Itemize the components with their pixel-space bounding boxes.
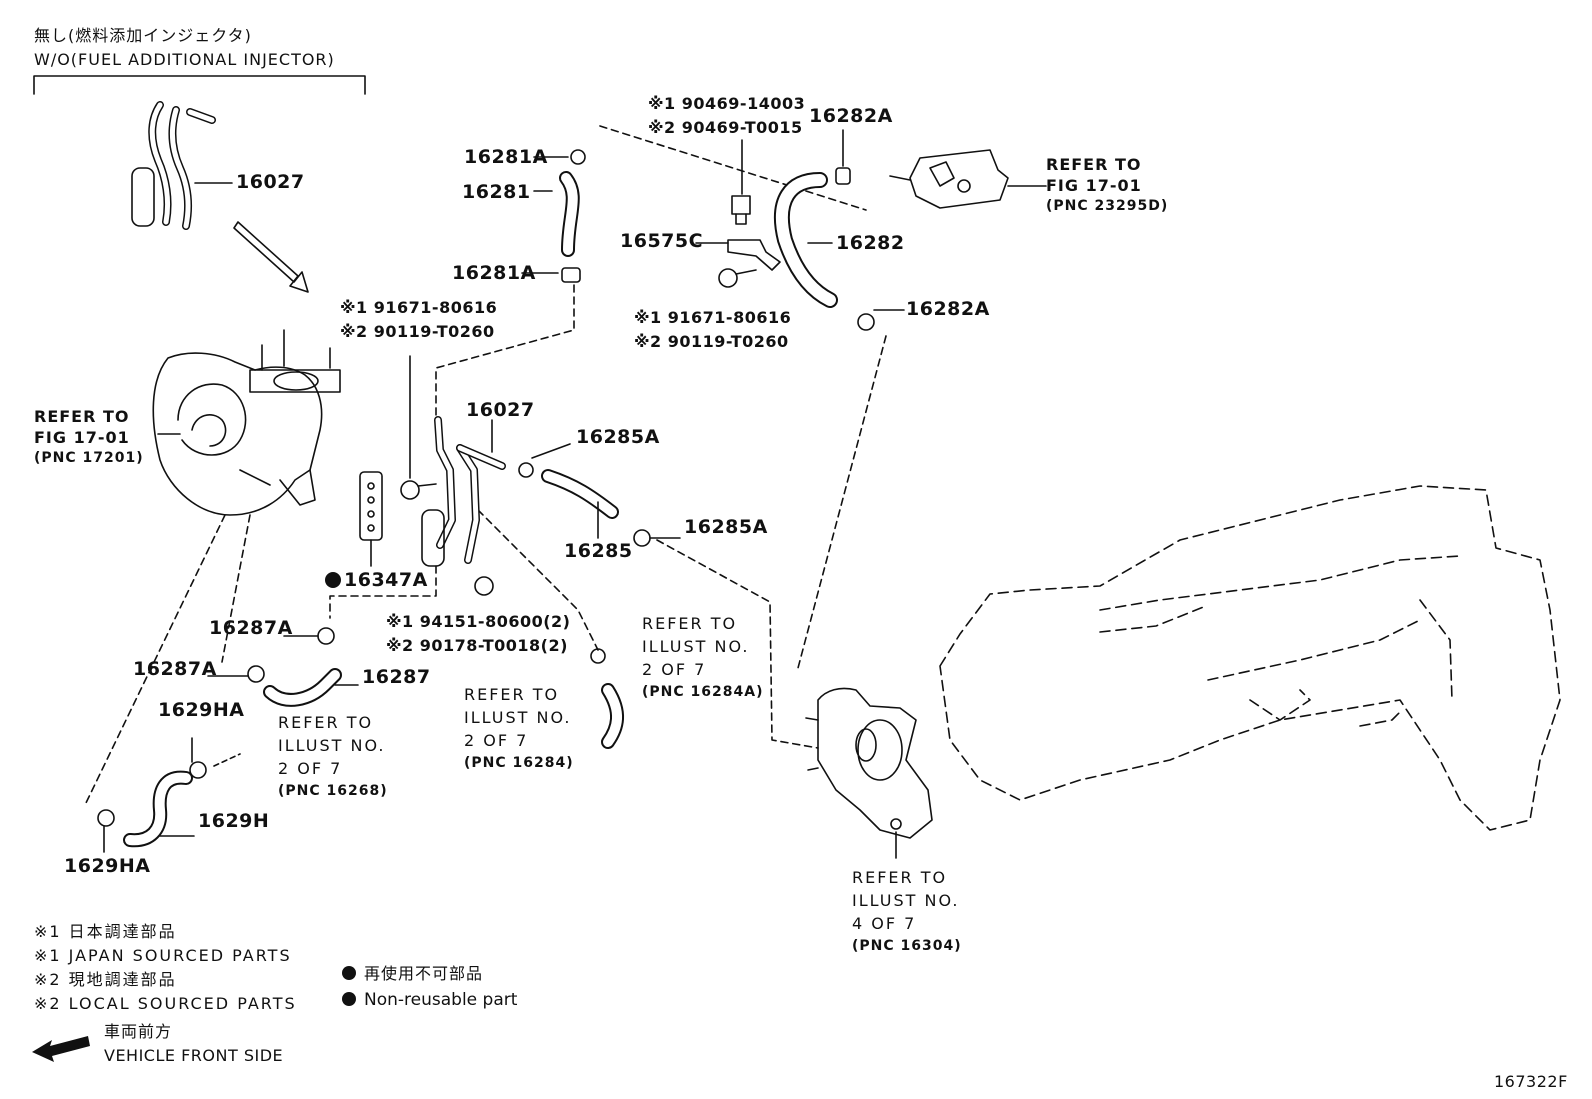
- part-16281A-bottom[interactable]: 16281A: [452, 262, 536, 284]
- bolt-90469-local[interactable]: ※2 90469-T0015: [648, 118, 803, 137]
- bolt-90469-japan[interactable]: ※1 90469-14003: [648, 94, 806, 113]
- bolt-90119-left-local[interactable]: ※2 90119-T0260: [340, 322, 495, 341]
- hose-16282-drawing: [773, 167, 875, 331]
- legend-nonreusable-en: Non-reusable part: [342, 992, 517, 1009]
- arrow-down-right: [233, 221, 309, 293]
- part-16282A-top[interactable]: 16282A: [809, 105, 893, 127]
- bolt-90119-right-local[interactable]: ※2 90119-T0260: [634, 332, 789, 351]
- legend-nonreusable-jp: 再使用不可部品: [342, 966, 483, 982]
- part-16281A-top[interactable]: 16281A: [464, 146, 548, 168]
- variant-bracket: [33, 75, 366, 95]
- nonreusable-dot-icon: [342, 966, 356, 980]
- variant-label-en: W/O(FUEL ADDITIONAL INJECTOR): [34, 50, 335, 69]
- nonreuse-marker-16347A: [325, 572, 341, 588]
- vehicle-front-jp: 車両前方: [104, 1022, 173, 1041]
- part-16281[interactable]: 16281: [462, 181, 531, 203]
- part-16282A-right[interactable]: 16282A: [906, 298, 990, 320]
- part-16027-top[interactable]: 16027: [236, 171, 305, 193]
- refer-illust-16268[interactable]: REFER TO ILLUST NO. 2 OF 7 (PNC 16268): [278, 713, 388, 799]
- part-16287[interactable]: 16287: [362, 666, 431, 688]
- part-16285[interactable]: 16285: [564, 540, 633, 562]
- refer-illust-16284A[interactable]: REFER TO ILLUST NO. 2 OF 7 (PNC 16284A): [642, 614, 764, 700]
- part-16285A-top[interactable]: 16285A: [576, 426, 660, 448]
- part-16027-mid[interactable]: 16027: [466, 399, 535, 421]
- legend-japan-jp: ※1 日本調達部品: [34, 922, 177, 941]
- variant-label-jp: 無し(燃料添加インジェクタ): [34, 26, 252, 45]
- legend-japan-en: ※1 JAPAN SOURCED PARTS: [34, 946, 292, 965]
- bolt-91671-left-drawing: [400, 355, 437, 500]
- figure-id: 167322F: [1494, 1072, 1568, 1091]
- refer-illust-16304[interactable]: REFER TO ILLUST NO. 4 OF 7 (PNC 16304): [852, 868, 962, 954]
- pipe-16027-mid-drawing: [421, 416, 506, 596]
- vehicle-front-en: VEHICLE FRONT SIDE: [104, 1046, 284, 1065]
- exhaust-housing-drawing: [152, 329, 341, 516]
- part-16287A-top[interactable]: 16287A: [209, 617, 293, 639]
- routing-dashes: [84, 125, 887, 806]
- part-16282[interactable]: 16282: [836, 232, 905, 254]
- part-1629HA-top[interactable]: 1629HA: [158, 699, 245, 721]
- hose-16281-drawing: [559, 149, 586, 283]
- refer-illust-16284[interactable]: REFER TO ILLUST NO. 2 OF 7 (PNC 16284): [464, 685, 574, 771]
- legend-local-en: ※2 LOCAL SOURCED PARTS: [34, 994, 297, 1013]
- hose-1629H-drawing: [97, 753, 241, 848]
- nut-94151-japan[interactable]: ※1 94151-80600(2): [386, 612, 571, 631]
- part-16287A-left[interactable]: 16287A: [133, 658, 217, 680]
- part-16285A-bottom[interactable]: 16285A: [684, 516, 768, 538]
- bolt-91671-left-japan[interactable]: ※1 91671-80616: [340, 298, 498, 317]
- bolt-91671-right-japan[interactable]: ※1 91671-80616: [634, 308, 792, 327]
- hose-16285-drawing: [518, 462, 651, 547]
- part-1629H[interactable]: 1629H: [198, 810, 270, 832]
- vehicle-front-arrow: [32, 1036, 90, 1062]
- part-16575C[interactable]: 16575C: [620, 230, 704, 252]
- water-outlet-drawing: [805, 687, 933, 839]
- refer-fig-17-01-left[interactable]: REFER TO FIG 17-01 (PNC 17201): [34, 407, 144, 466]
- legend-local-jp: ※2 現地調達部品: [34, 970, 177, 989]
- engine-phantom-drawing: [939, 485, 1561, 831]
- hose-16284-drawing: [590, 648, 624, 749]
- refer-part-right-drawing: [889, 149, 1009, 209]
- bracket-16575C-drawing: [695, 139, 781, 288]
- nut-90178-local[interactable]: ※2 90178-T0018(2): [386, 636, 568, 655]
- part-16347A[interactable]: 16347A: [344, 569, 428, 591]
- part-1629HA-bottom[interactable]: 1629HA: [64, 855, 151, 877]
- nonreusable-dot-icon: [342, 992, 356, 1006]
- refer-fig-17-01-right[interactable]: REFER TO FIG 17-01 (PNC 23295D): [1046, 155, 1169, 214]
- pipe-16027-top-drawing: [131, 101, 216, 230]
- plate-16347A-drawing: [359, 471, 383, 567]
